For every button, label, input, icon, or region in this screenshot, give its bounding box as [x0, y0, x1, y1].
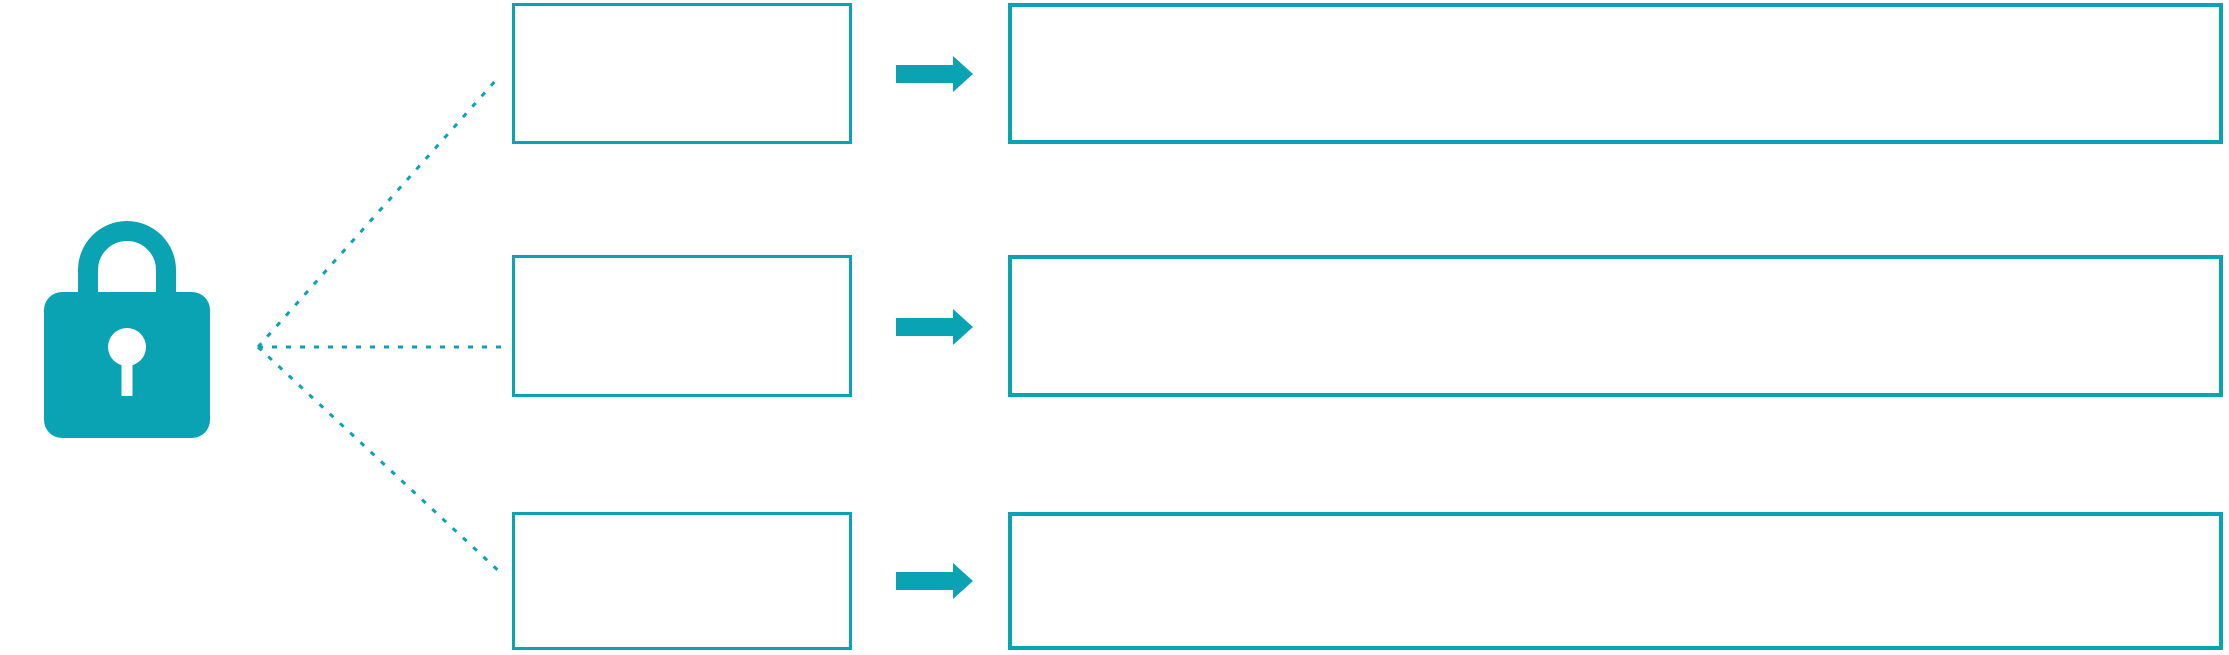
source-box-3-label [515, 515, 849, 531]
right-arrow-icon-2 [896, 309, 973, 345]
source-box-2 [512, 255, 852, 397]
target-box-3 [1008, 512, 2223, 650]
padlock-icon [44, 221, 210, 438]
target-box-1 [1008, 3, 2223, 144]
target-box-2 [1008, 255, 2223, 397]
target-box-2-label [1012, 259, 2219, 275]
target-box-3-label [1012, 516, 2219, 532]
source-box-1 [512, 3, 852, 144]
dotted-connector-top [256, 78, 499, 348]
right-arrow-icon-3 [896, 563, 973, 599]
right-arrow-icon-1 [896, 56, 973, 92]
source-box-1-label [515, 6, 849, 22]
target-box-1-label [1012, 7, 2219, 23]
source-box-2-label [515, 258, 849, 274]
dotted-connector-bottom [256, 345, 505, 577]
source-box-3 [512, 512, 852, 650]
